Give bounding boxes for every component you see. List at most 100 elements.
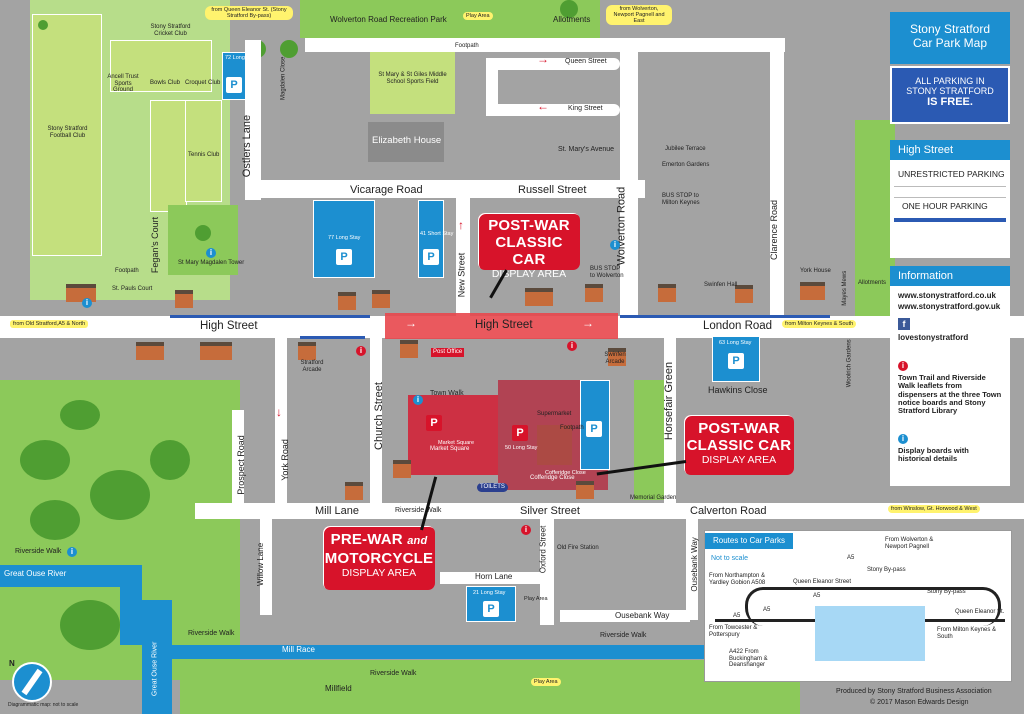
routes-label: Stony By-pass: [927, 589, 966, 595]
town-trail-icon: i: [898, 361, 908, 371]
footer-copyright: © 2017 Mason Edwards Design: [870, 699, 969, 706]
callout-line: CLASSIC CAR: [495, 234, 563, 268]
building: [658, 284, 676, 302]
info-icon[interactable]: i: [610, 240, 620, 250]
parking-sign: P: [728, 353, 744, 369]
car-park-cofferidge[interactable]: P: [580, 380, 610, 470]
tree: [38, 20, 48, 30]
website-link[interactable]: www.stonystratford.co.uk: [898, 291, 996, 300]
free-line: ALL PARKING IN: [915, 76, 985, 86]
ousebank-way-h-label: Ousebank Way: [615, 611, 670, 620]
direction-tag: from Winslow, Gt. Horwood & West: [888, 505, 980, 513]
horsefair-green-area: [634, 380, 664, 500]
fegans-court-label: Fegan's Court: [150, 216, 161, 274]
car-park-77[interactable]: 77 Long Stay P: [313, 200, 375, 278]
footpath-label: Footpath: [560, 425, 584, 431]
building: [585, 284, 603, 302]
car-park-label: 21 Long Stay: [473, 590, 506, 596]
tree: [30, 500, 80, 540]
info-icon[interactable]: i: [82, 298, 92, 308]
horsefair-green-label: Horsefair Green: [663, 361, 676, 441]
routes-label: From Towcester & Potterspury: [709, 625, 758, 638]
callout-line: DISPLAY AREA: [701, 454, 777, 466]
one-hour-parking-stripe: [620, 315, 830, 318]
play-area-label: Play Area: [466, 13, 490, 19]
info-icon[interactable]: i: [206, 248, 216, 258]
parking-sign: P: [586, 421, 602, 437]
tree: [150, 440, 190, 480]
info-icon[interactable]: i: [67, 547, 77, 557]
ousebank-way-v: [686, 515, 698, 620]
routes-label: A5: [847, 555, 855, 561]
building: [576, 481, 594, 499]
arrow-left-icon: ←: [537, 99, 549, 113]
building: [66, 284, 96, 302]
car-park-21[interactable]: 21 Long Stay P: [466, 586, 516, 622]
town-trail-icon[interactable]: i: [521, 525, 531, 535]
cricket-club-label: Stony Stratford Cricket Club: [150, 24, 191, 37]
website-link[interactable]: www.stonystratford.gov.uk: [898, 302, 1001, 311]
compass-note: Diagrammatic map: not to scale: [8, 702, 79, 708]
compass-icon: [12, 662, 52, 702]
croquet-club-label: Croquet Club: [185, 80, 221, 86]
facebook-handle[interactable]: lovestonystratford: [898, 333, 969, 342]
legend-one-hour: ONE HOUR PARKING: [902, 201, 988, 211]
new-street: [456, 196, 470, 318]
building: [136, 342, 164, 360]
play-area-top: Play Area: [463, 12, 493, 20]
info-icon[interactable]: i: [413, 395, 423, 405]
bus-stop-mk-label: BUS STOP to Milton Keynes: [662, 193, 700, 206]
riverside-walk-label: Riverside Walk: [600, 632, 647, 639]
top-road: [305, 38, 785, 52]
building: [393, 460, 411, 478]
car-park-label: Cofferidge Close: [545, 470, 586, 476]
clarence-road: [770, 44, 784, 319]
mill-lane-label: Mill Lane: [315, 505, 360, 517]
callout-word: PRE-WAR: [330, 531, 403, 548]
oxford-street: [540, 515, 554, 625]
mayes-mews-label: Mayes Mews: [842, 270, 849, 306]
callout-line: PRE-WAR and: [323, 531, 435, 550]
one-hour-parking-stripe: [170, 315, 370, 318]
wolverton-road: [620, 44, 638, 319]
building: [400, 340, 418, 358]
car-park-72[interactable]: P 72 Long Stay: [222, 52, 257, 100]
swinfen-arcade-label: Swinfen Arcade: [604, 352, 626, 365]
post-office-label: Post Office: [431, 348, 465, 357]
loop-road: [486, 58, 498, 116]
callout-line: DISPLAY AREA: [341, 567, 417, 579]
free-parking-box: ALL PARKING IN STONY STRATFORD IS FREE.: [890, 66, 1010, 124]
king-street: [490, 104, 620, 116]
town-trail-icon[interactable]: i: [356, 346, 366, 356]
compass-needle: [21, 668, 43, 696]
building: [372, 290, 390, 308]
riverside-walk-label: Riverside Walk: [15, 548, 62, 555]
town-trail-icon[interactable]: i: [567, 341, 577, 351]
great-ouse-river: [120, 565, 142, 645]
callout-line: MOTORCYCLE: [324, 550, 434, 567]
routes-label: Queen Eleanor St.: [955, 609, 1005, 615]
high-street-centre-label: High Street: [475, 319, 533, 331]
car-park-41[interactable]: 41 Short Stay P: [418, 200, 453, 278]
play-area-label: Play Area: [524, 596, 548, 602]
memorial-garden-label: Memorial Garden: [630, 495, 677, 501]
play-area-mid: Play Area: [521, 595, 551, 603]
tennis-club-label: Tennis Club: [188, 152, 220, 158]
willow-lane: [260, 515, 272, 615]
riverside-walk-label: Riverside Walk: [188, 630, 235, 637]
facebook-icon[interactable]: f: [898, 318, 910, 330]
legend-unrestricted: UNRESTRICTED PARKING: [898, 169, 1005, 179]
calverton-road: [195, 503, 1024, 519]
swinfen-hall-label: Swinfen Hall: [704, 282, 738, 288]
ousebank-way: [560, 610, 690, 622]
routes-scale: Not to scale: [711, 555, 748, 562]
callout-line: CLASSIC CAR: [686, 437, 792, 454]
emerton-gardens-label: Emerton Gardens: [662, 162, 710, 168]
car-park-63[interactable]: 63 Long Stay P: [712, 336, 760, 382]
riverside-walk-label: Riverside Walk: [395, 507, 442, 514]
building: [200, 342, 232, 360]
footpath-label: Footpath: [115, 268, 139, 274]
allotments-top-label: Allotments: [553, 15, 591, 24]
boards-text: Display boards with historical details: [898, 446, 969, 464]
